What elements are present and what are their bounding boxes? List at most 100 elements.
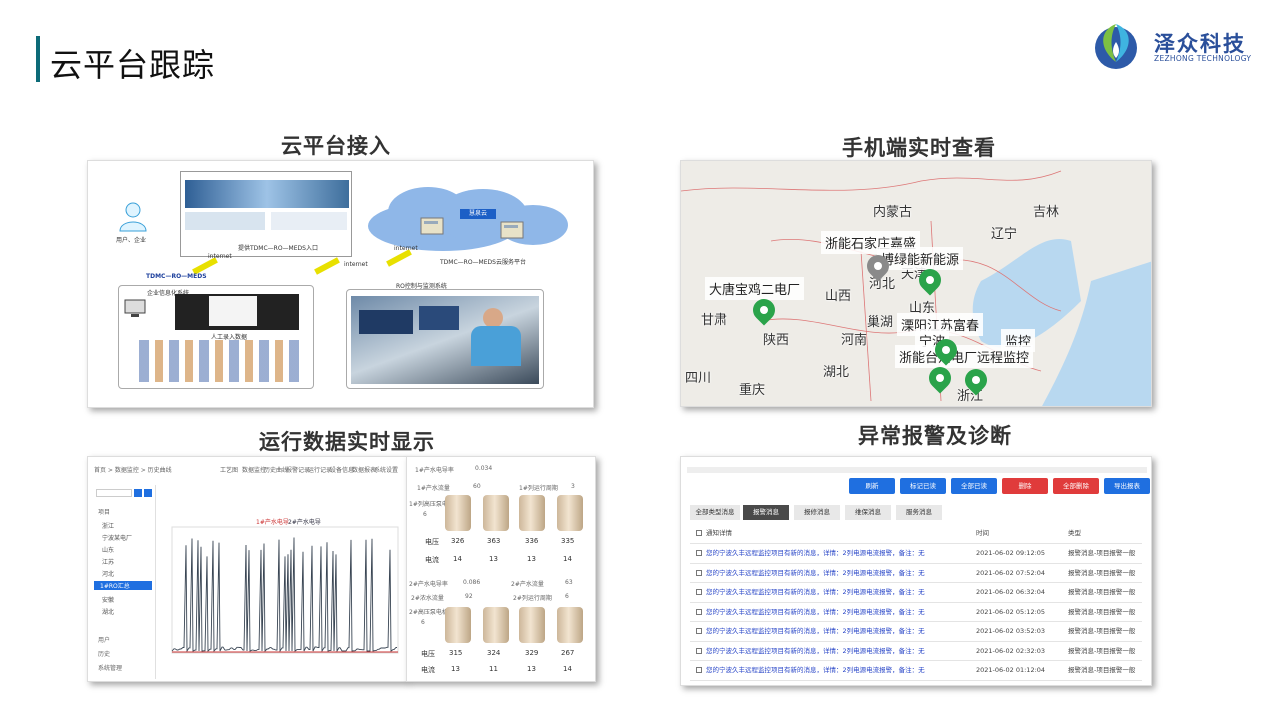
tab-service[interactable]: 服务消息 [896,505,942,520]
all-read-button[interactable]: 全部已读 [951,478,997,494]
row-checkbox[interactable] [696,667,702,673]
data-tab[interactable]: 报警记录 [286,467,311,474]
pump-cylinder [519,495,545,531]
site-callout[interactable]: 博绿能新能源 [877,247,964,270]
tree-footer[interactable]: 用户 [98,637,111,644]
export-button[interactable]: 导出报表 [1104,478,1150,494]
tab-repair[interactable]: 报修消息 [794,505,840,520]
alarm-time: 2021-06-02 03:52:03 [976,627,1046,635]
row-checkbox[interactable] [696,589,702,595]
tree-item[interactable]: 宁波某电厂 [102,535,133,542]
site-callout[interactable]: 浙能台州电厂远程监控 [895,345,1034,368]
current-label: 电流 [425,556,439,564]
tree-item[interactable]: 浙江 [102,523,115,530]
tree-item[interactable]: 湖北 [102,609,115,616]
voltage-value: 335 [561,537,575,545]
column-header: 时间 [976,529,989,537]
user-label: 用户、企业 [116,237,147,244]
delete-button[interactable]: 删除 [1002,478,1048,494]
alarm-time: 2021-06-02 05:12:05 [976,607,1046,616]
tree-item[interactable]: 江苏 [102,559,115,566]
data-tab[interactable]: 运行记录 [308,467,333,474]
alarm-type: 报警消息-项目报警一般 [1068,549,1136,557]
portal-caption: 提供TDMC—RO—MEDS入口 [238,245,318,252]
alarm-message[interactable]: 您的宁波久丰远程监控项目有新的消息，详情：2列电源电流报警，备注：无 [706,607,925,616]
data-label: 1#产水电导率 [415,467,454,474]
tree-item[interactable]: 山东 [102,547,115,554]
alarm-message[interactable]: 您的宁波久丰远程监控项目有新的消息，详情：2列电源电流报警，备注：无 [706,568,925,577]
ro-photo-box [346,289,544,389]
data-tab[interactable]: 数据报表 [352,467,377,474]
site-callout[interactable]: 大唐宝鸡二电厂 [705,277,805,300]
tree-footer[interactable]: 历史 [98,651,111,658]
column-header: 通知详情 [706,529,732,537]
alarm-type: 报警消息-项目报警一般 [1068,607,1136,616]
section-title-cloud: 云平台接入 [281,134,391,158]
table-header: 通知详情 时间 类型 [690,524,1142,544]
select-all-checkbox[interactable] [696,530,702,536]
tree-item[interactable]: 安徽 [102,597,115,604]
mark-read-button[interactable]: 标记已读 [900,478,946,494]
alarm-message[interactable]: 您的宁波久丰远程监控项目有新的消息，详情：2列电源电流报警，备注：无 [706,666,925,674]
current-value: 13 [527,555,536,563]
data-tab[interactable]: 工艺图 [220,467,239,474]
alarm-message[interactable]: 您的宁波久丰远程监控项目有新的消息，详情：2列电源电流报警，备注：无 [706,627,925,635]
data-tab[interactable]: 设备信息 [330,467,355,474]
row-checkbox[interactable] [696,647,702,654]
tree-search-input[interactable] [96,489,132,497]
data-value: 92 [465,593,473,600]
data-tab[interactable]: 系统设置 [374,467,399,474]
alarm-message[interactable]: 您的宁波久丰远程监控项目有新的消息，详情：2列电源电流报警，备注：无 [706,646,925,655]
row-checkbox[interactable] [696,628,702,634]
section-title-alarm: 异常报警及诊断 [858,424,1012,448]
data-tab[interactable]: 历史曲线 [264,467,289,474]
legend-series-1: 1#产水电导 [256,519,289,526]
alarm-type: 报警消息-项目报警一般 [1068,588,1136,596]
row-checkbox[interactable] [696,608,702,615]
alarm-message[interactable]: 您的宁波久丰远程监控项目有新的消息，详情：2列电源电流报警，备注：无 [706,588,925,596]
tab-all-types[interactable]: 全部类型消息 [690,505,740,520]
history-curve-panel: 首页 > 数据监控 > 历史曲线 工艺图数据监控历史曲线报警记录运行记录设备信息… [87,456,407,682]
voltage-label: 电压 [421,650,435,658]
voltage-value: 363 [487,537,501,545]
map-province-label: 山东 [909,301,936,316]
row-checkbox[interactable] [696,550,702,556]
row-checkbox[interactable] [696,569,702,576]
data-value: 60 [473,483,481,490]
table-row[interactable]: 您的宁波久丰远程监控项目有新的消息，详情：2列电源电流报警，备注：无 2021-0… [690,603,1142,622]
add-icon[interactable] [144,489,152,497]
map-province-label: 重庆 [739,383,766,398]
tree-footer[interactable]: 系统管理 [98,665,123,672]
search-icon[interactable] [134,489,142,497]
refresh-button[interactable]: 刷新 [849,478,895,494]
table-row[interactable]: 您的宁波久丰远程监控项目有新的消息，详情：2列电源电流报警，备注：无 2021-0… [690,622,1142,642]
series-line [171,537,397,653]
leaf-logo-icon [1095,24,1137,69]
history-curve-chart [171,526,399,654]
tree-item[interactable]: 河北 [102,571,115,578]
pump-cylinder [519,607,545,643]
tab-maintenance[interactable]: 维保消息 [845,505,891,520]
section-title-mobile: 手机端实时查看 [842,136,996,160]
portal-block [185,212,265,230]
operator-head [483,308,503,328]
data-label: 2#列运行周期 [513,595,552,602]
column-header: 类型 [1068,529,1081,537]
data-tab[interactable]: 数据监控 [242,467,267,474]
tab-alarm[interactable]: 报警消息 [743,505,789,520]
delete-all-button[interactable]: 全部删除 [1053,478,1099,494]
company-logo: 泽众科技 ZEZHONG TECHNOLOGY [1088,18,1268,70]
alarm-type: 报警消息-项目报警一般 [1068,568,1136,577]
alarm-message[interactable]: 您的宁波久丰远程监控项目有新的消息，详情：2列电源电流报警，备注：无 [706,549,925,557]
project-tree: 项目 浙江 宁波某电厂 山东 江苏 河北 1#RO汇总 安徽 湖北 用户 历史 … [92,485,156,679]
voltage-value: 315 [449,649,463,657]
cloud-caption: TDMC—RO—MEDS云服务平台 [440,259,526,266]
tree-item-selected[interactable]: 1#RO汇总 [94,581,152,590]
current-value: 11 [489,665,498,673]
data-value: 3 [571,483,575,490]
